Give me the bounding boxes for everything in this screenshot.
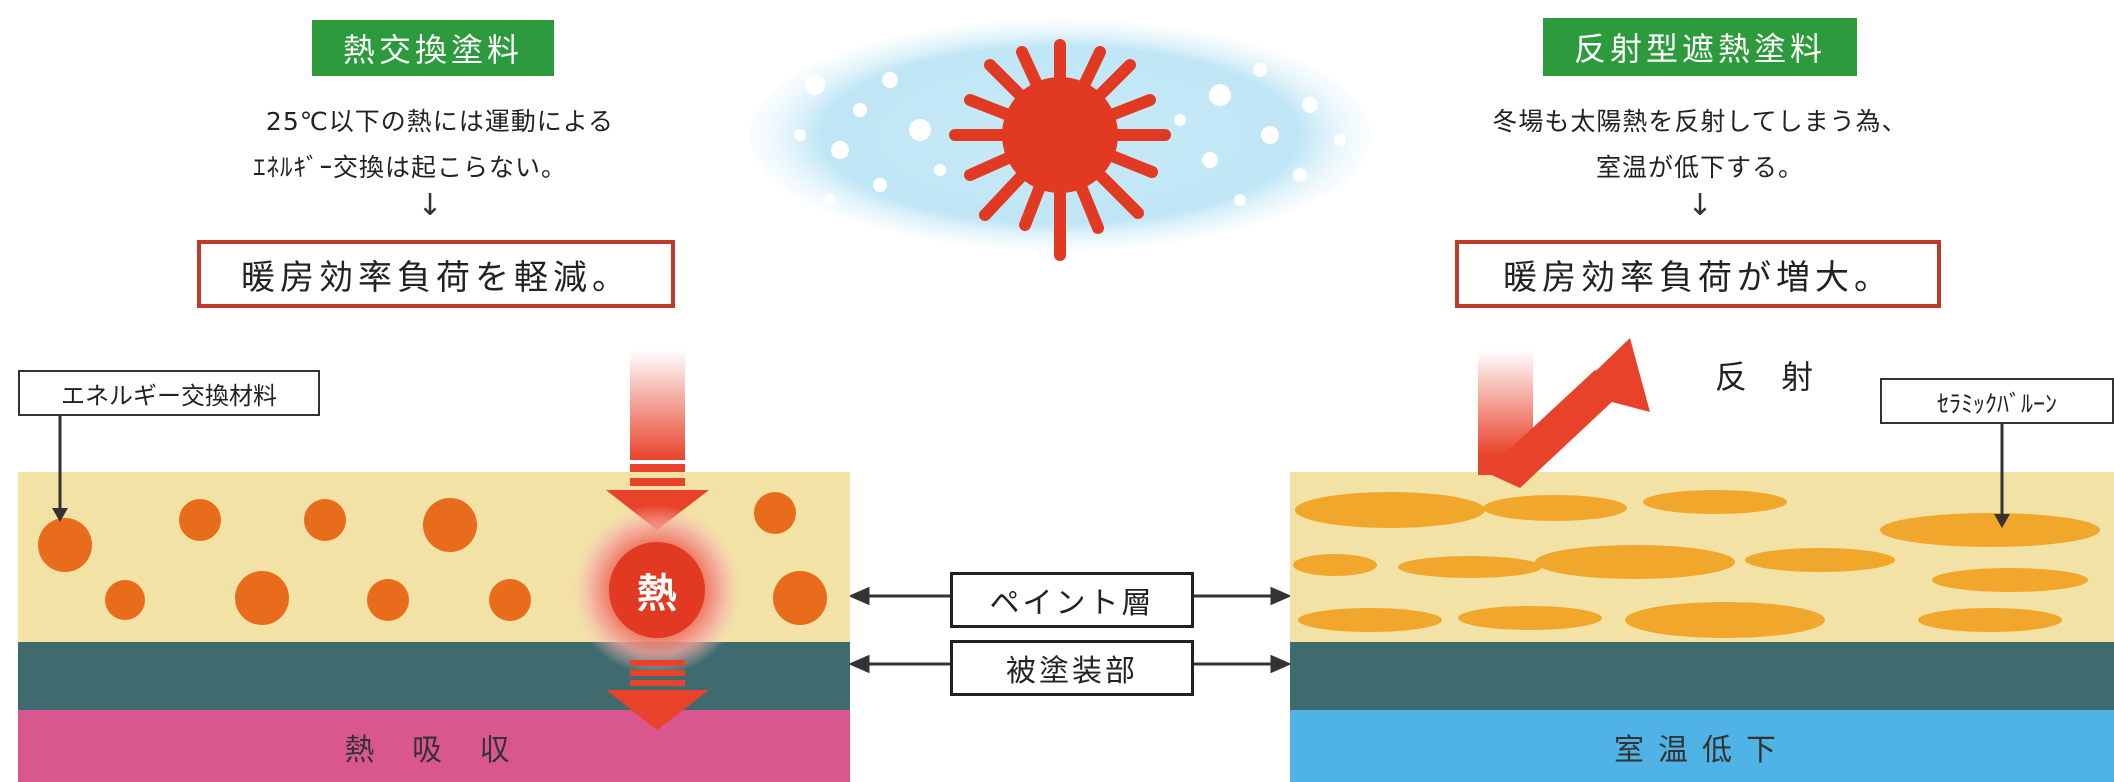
reflect-arrow — [1478, 338, 1650, 488]
right-down-arrow: ↓ — [1687, 188, 1713, 223]
left-down-arrow: ↓ — [417, 188, 443, 223]
left-result-box: 暖房効率負荷を軽減。 — [197, 240, 675, 308]
heat-beam — [630, 350, 685, 460]
heat-beam-segment-1 — [630, 464, 685, 472]
right-cross-section — [1290, 338, 2114, 782]
paint-layer-label: ペイント層 — [950, 572, 1194, 628]
right-title: 反射型遮熱塗料 — [1543, 18, 1857, 76]
energy-exchange-particles — [38, 492, 827, 625]
right-substrate-layer — [1290, 642, 2114, 710]
right-bottom-layer — [1290, 710, 2114, 782]
sky-sun-illustration — [750, 20, 1370, 261]
heat-arrowhead-bottom — [606, 690, 709, 730]
balloon-pointer-arrowhead — [1994, 514, 2010, 528]
ceramic-balloon-label: ｾﾗﾐｯｸﾊﾞﾙｰﾝ — [1880, 378, 2114, 424]
reflect-label: 反 射 — [1715, 358, 1826, 396]
left-bottom-label: 熱 吸 収 — [344, 733, 524, 768]
left-description-line2: ｴﾈﾙｷﾞｰ交換は起こらない。 — [252, 153, 567, 182]
ceramic-balloons — [1293, 490, 2100, 638]
energy-exchange-material-label: エネルギー交換材料 — [18, 370, 320, 416]
snow-dots — [794, 63, 1346, 206]
right-description-line2: 室温が低下する。 — [1595, 153, 1804, 182]
right-result-box: 暖房効率負荷が増大。 — [1455, 240, 1941, 308]
right-bottom-label: 室温低下 — [1614, 733, 1790, 768]
right-description-line1: 冬場も太陽熱を反射してしまう為、 — [1492, 107, 1908, 136]
left-substrate-layer — [18, 642, 850, 710]
left-title: 熱交換塗料 — [312, 20, 554, 76]
center-pointer-arrows — [850, 586, 1290, 674]
sun-core — [1002, 77, 1118, 193]
heat-label: 熱 — [637, 571, 677, 617]
material-pointer-arrowhead — [52, 508, 68, 522]
substrate-label: 被塗装部 — [950, 640, 1194, 696]
left-cross-section — [18, 350, 850, 782]
heat-beam-segment-2 — [630, 478, 685, 486]
left-description-line1: 25℃以下の熱には運動による — [265, 107, 615, 136]
left-bottom-layer — [18, 710, 850, 782]
heat-core — [609, 542, 705, 638]
